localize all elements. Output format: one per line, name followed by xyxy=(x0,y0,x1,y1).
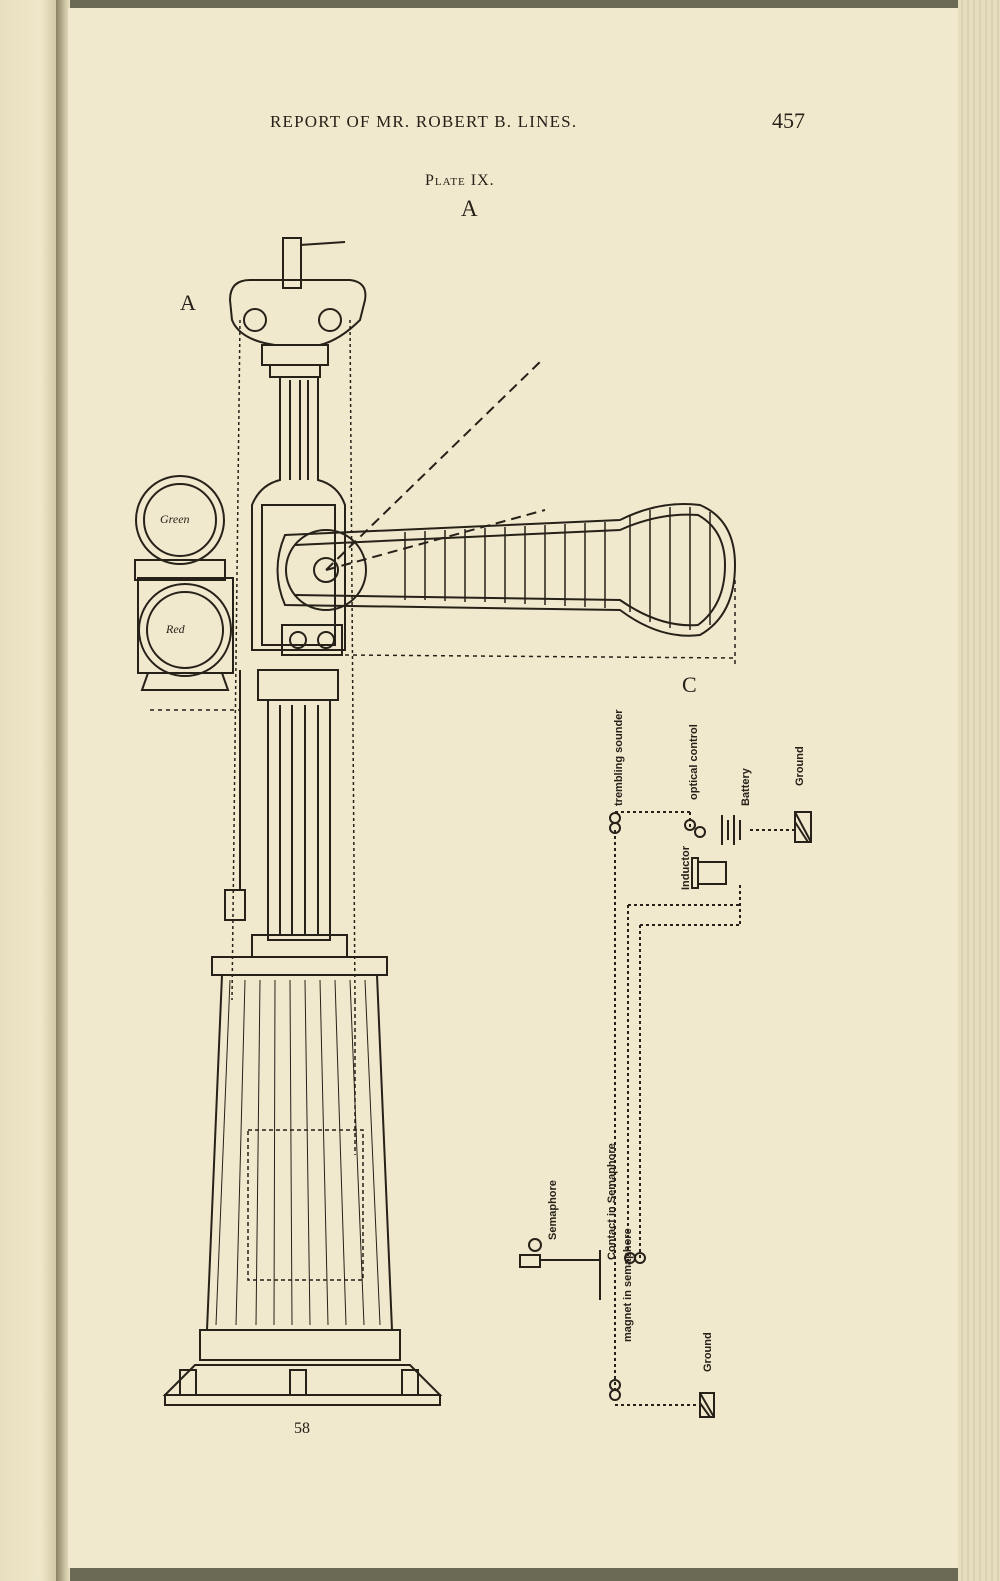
signature-number: 58 xyxy=(294,1420,310,1437)
lamp-label-green: Green xyxy=(160,512,190,526)
pedestal-internal-rod xyxy=(247,1000,364,1281)
pedestal-hatching xyxy=(215,979,381,1326)
plate-letter-a: A xyxy=(461,196,478,221)
lower-column xyxy=(224,669,348,958)
upper-column xyxy=(251,377,346,651)
semaphore-arm xyxy=(276,503,737,656)
label-contact-in-semaphore: Contact in Semaphore xyxy=(606,1143,618,1260)
label-optical-control: optical control xyxy=(688,724,700,800)
label-battery: Battery xyxy=(740,768,752,806)
circuit-wires xyxy=(614,811,795,1406)
circuit-components xyxy=(519,811,812,1418)
book-gutter xyxy=(56,0,70,1581)
top-pulley-housing xyxy=(228,237,367,378)
lamp-green xyxy=(134,475,226,581)
arm-slats xyxy=(404,507,711,630)
plate-title: Plate IX. xyxy=(425,172,495,189)
lamp-red xyxy=(137,577,234,691)
arm-dotted-lines xyxy=(150,580,736,711)
lamp-label-red: Red xyxy=(166,622,185,636)
running-header: REPORT OF MR. ROBERT B. LINES. xyxy=(270,112,578,131)
label-trembling-sounder: trembling sounder xyxy=(613,709,625,806)
page-stack-edge xyxy=(958,0,1000,1581)
chains xyxy=(231,319,356,1001)
arm-swing-line xyxy=(325,359,546,571)
pedestal xyxy=(162,956,443,1406)
page-number: 457 xyxy=(772,108,805,133)
label-magnet-in-semaphore: magnet in semaphore xyxy=(622,1228,634,1342)
figure-label-a: A xyxy=(180,290,196,315)
label-semaphore: Semaphore xyxy=(547,1180,559,1240)
label-ground-top: Ground xyxy=(794,746,806,786)
figure-label-c: C xyxy=(682,672,697,697)
label-ground-bottom: Ground xyxy=(702,1332,714,1372)
left-page-edge xyxy=(0,0,58,1581)
label-inductor: Inductor xyxy=(680,846,692,890)
